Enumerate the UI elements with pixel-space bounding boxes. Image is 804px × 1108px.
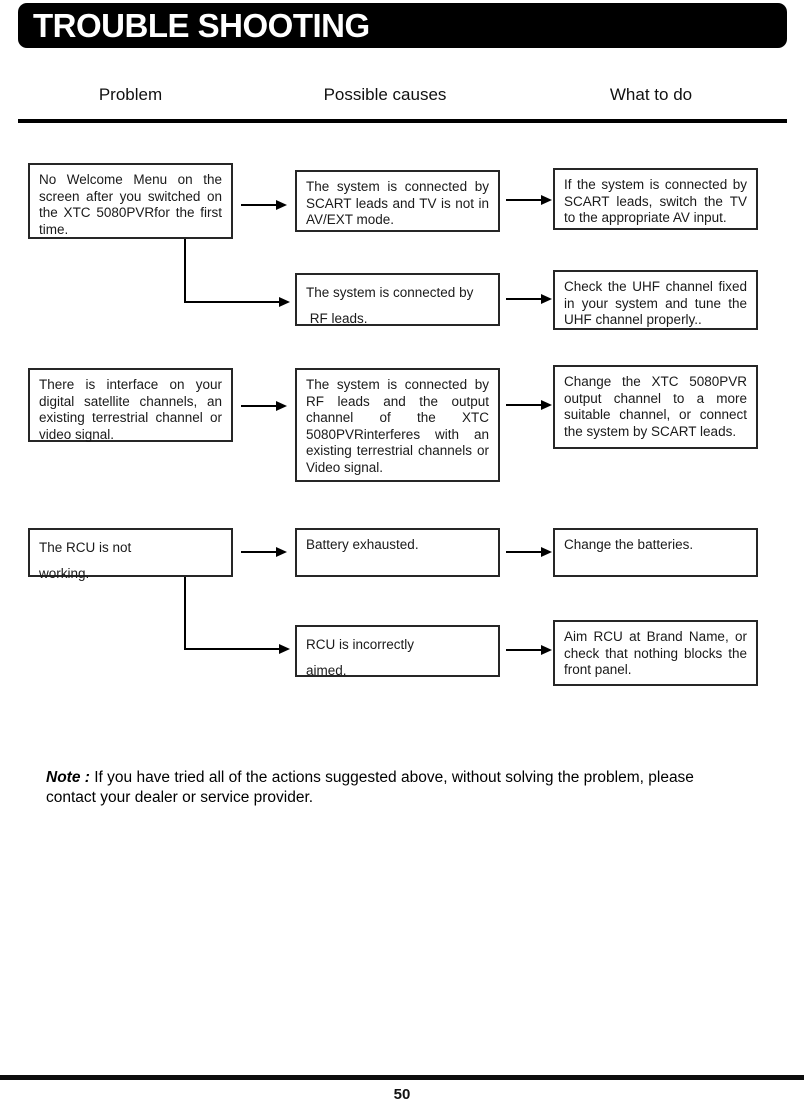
action-box-change-output-channel: Change the XTC 5080PVR output channel to… xyxy=(553,365,758,449)
problem-box-rcu-not-working: The RCU is not working. xyxy=(28,528,233,581)
column-header-possible-causes: Possible causes xyxy=(323,85,447,104)
page-title: TROUBLE SHOOTING xyxy=(33,6,370,44)
arrow-right-icon xyxy=(506,195,552,205)
column-header-what-to-do: What to do xyxy=(609,85,693,104)
cause-box-rf-leads: The system is connected by RF leads. xyxy=(295,273,500,326)
problem-box-interface-on-channels: There is interface on your digital satel… xyxy=(28,368,233,442)
cause-box-rf-output-interferes: The system is connected by RF leads and … xyxy=(295,368,500,482)
cause-box-battery-exhausted: Battery exhausted. xyxy=(295,528,500,577)
action-box-switch-av-input: If the system is connected by SCART lead… xyxy=(553,168,758,230)
column-header-problem: Problem xyxy=(98,85,163,104)
problem-box-no-welcome-menu: No Welcome Menu on the screen after you … xyxy=(28,163,233,239)
action-box-check-uhf-channel: Check the UHF channel fixed in your syst… xyxy=(553,270,758,330)
action-box-change-batteries: Change the batteries. xyxy=(553,528,758,577)
cause-box-rcu-incorrectly-aimed: RCU is incorrectly aimed. xyxy=(295,625,500,678)
note-text: If you have tried all of the actions sug… xyxy=(46,769,694,806)
arrow-right-icon xyxy=(506,547,552,557)
title-bar: TROUBLE SHOOTING xyxy=(18,3,787,48)
footer-divider xyxy=(0,1075,804,1080)
action-box-aim-rcu: Aim RCU at Brand Name, or check that not… xyxy=(553,620,758,686)
page-number: 50 xyxy=(393,1086,411,1103)
arrow-right-icon xyxy=(241,401,287,411)
arrow-right-icon xyxy=(241,200,287,210)
note-label: Note : xyxy=(46,769,90,786)
arrow-right-icon xyxy=(241,547,287,557)
arrow-right-icon xyxy=(506,645,552,655)
arrow-right-icon xyxy=(506,294,552,304)
elbow-connector-arrow-icon xyxy=(184,577,290,654)
cause-box-scart-av-mode: The system is connected by SCART leads a… xyxy=(295,170,500,232)
note: Note : If you have tried all of the acti… xyxy=(46,768,706,808)
arrow-right-icon xyxy=(506,400,552,410)
elbow-connector-arrow-icon xyxy=(184,239,290,307)
header-divider xyxy=(18,119,787,123)
